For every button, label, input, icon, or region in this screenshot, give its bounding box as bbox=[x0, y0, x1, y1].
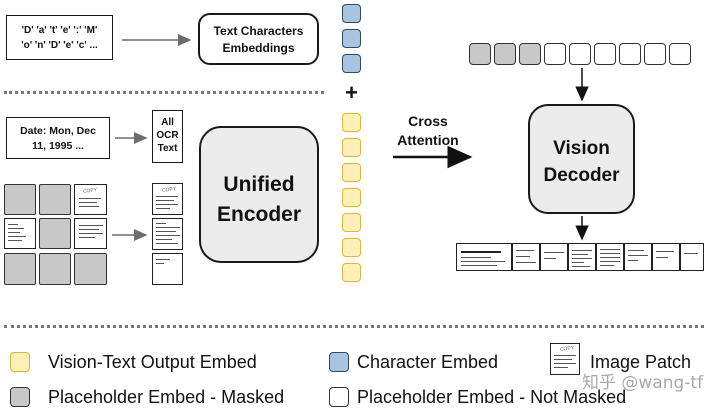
copy-stamp-text: COPY bbox=[559, 345, 575, 353]
watermark: 知乎 @wang-tf bbox=[582, 373, 704, 393]
legend-label-vision-text: Vision-Text Output Embed bbox=[48, 352, 257, 372]
masked-image-grid: COPY bbox=[4, 184, 108, 286]
legend-swatch-placeholder-masked bbox=[10, 387, 30, 407]
ocr-line-1: All bbox=[161, 117, 174, 128]
vision-text-embed-token bbox=[342, 263, 361, 282]
grid-cell-masked bbox=[74, 253, 107, 285]
legend-label-placeholder-masked: Placeholder Embed - Masked bbox=[48, 387, 285, 407]
text-character-input: 'D' 'a' 't' 'e' ':' 'M' 'o' 'n' 'D' 'e' … bbox=[6, 15, 113, 60]
date-line-1: Date: Mon, Dec bbox=[20, 125, 96, 137]
decoder-token-not-masked bbox=[644, 43, 666, 65]
decoder-token-not-masked bbox=[669, 43, 691, 65]
image-patch-column-3 bbox=[152, 253, 183, 285]
legend-swatch-vision-text bbox=[10, 352, 30, 372]
decoder-line-2: Decoder bbox=[543, 165, 620, 186]
output-patch bbox=[596, 243, 624, 271]
cross-attention-line-1: Cross bbox=[408, 113, 448, 129]
grid-cell-image-patch: COPY bbox=[74, 184, 107, 215]
decoder-token-not-masked bbox=[594, 43, 616, 65]
vision-text-embed-token bbox=[342, 188, 361, 207]
grid-cell-masked bbox=[39, 184, 71, 215]
date-line-2: 11, 1995 ... bbox=[32, 140, 84, 152]
output-patch bbox=[456, 243, 512, 271]
output-patch bbox=[680, 243, 704, 271]
decoder-token-not-masked bbox=[619, 43, 641, 65]
reconstructed-document-output bbox=[456, 243, 706, 271]
decoder-input-sequence bbox=[469, 43, 699, 67]
plus-sign: + bbox=[345, 80, 358, 105]
vision-text-embed-token bbox=[342, 163, 361, 182]
copy-stamp-text: COPY bbox=[161, 186, 177, 194]
grid-cell-masked bbox=[4, 184, 36, 215]
vision-decoder-box: Vision Decoder bbox=[528, 104, 635, 214]
character-embed-token bbox=[342, 4, 361, 23]
output-patch bbox=[540, 243, 568, 271]
ocr-line-2: OCR bbox=[156, 130, 179, 141]
character-embed-token bbox=[342, 29, 361, 48]
legend-image-patch-icon: COPY bbox=[550, 343, 580, 375]
cross-attention-line-2: Attention bbox=[397, 132, 459, 148]
legend-label-image-patch: Image Patch bbox=[590, 352, 692, 372]
vision-text-embed-token bbox=[342, 238, 361, 257]
output-patch bbox=[624, 243, 652, 271]
text-input-line-1: 'D' 'a' 't' 'e' ':' 'M' bbox=[21, 25, 98, 36]
copy-stamp-text: COPY bbox=[82, 187, 98, 195]
text-embed-line-2: Embeddings bbox=[222, 41, 295, 55]
ocr-line-3: Text bbox=[157, 143, 178, 154]
dotted-separator-bottom bbox=[4, 325, 704, 328]
image-patch-column-1: COPY bbox=[152, 183, 183, 215]
text-input-line-2: 'o' 'n' 'D' 'e' 'c' ... bbox=[21, 40, 98, 51]
output-patch bbox=[652, 243, 680, 271]
unified-encoder-box: Unified Encoder bbox=[199, 126, 319, 263]
output-patch bbox=[568, 243, 596, 271]
grid-cell-masked bbox=[4, 253, 36, 285]
legend-swatch-character bbox=[329, 352, 349, 372]
decoder-line-1: Vision bbox=[553, 138, 610, 159]
all-ocr-text-box: All OCR Text bbox=[152, 110, 183, 163]
grid-cell-image-patch bbox=[74, 218, 107, 249]
text-embed-line-1: Text Characters bbox=[213, 24, 304, 38]
vision-text-embed-token bbox=[342, 213, 361, 232]
decoder-token-not-masked bbox=[544, 43, 566, 65]
grid-cell-masked bbox=[39, 218, 71, 249]
dotted-separator-top bbox=[4, 91, 324, 94]
decoder-token-masked bbox=[469, 43, 491, 65]
character-embed-token bbox=[342, 54, 361, 73]
decoder-token-not-masked bbox=[569, 43, 591, 65]
encoder-line-2: Encoder bbox=[216, 203, 302, 226]
image-patch-column-2 bbox=[152, 218, 183, 250]
vision-text-embed-token bbox=[342, 113, 361, 132]
output-patch bbox=[512, 243, 540, 271]
date-text-box: Date: Mon, Dec 11, 1995 ... bbox=[6, 117, 110, 159]
legend-label-character: Character Embed bbox=[357, 352, 499, 372]
text-characters-embeddings-box: Text Characters Embeddings bbox=[198, 13, 319, 65]
grid-cell-masked bbox=[39, 253, 71, 285]
decoder-token-masked bbox=[494, 43, 516, 65]
encoder-line-1: Unified bbox=[223, 173, 295, 196]
legend-swatch-placeholder-not-masked bbox=[329, 387, 349, 407]
legend-label-placeholder-not-masked: Placeholder Embed - Not Masked bbox=[357, 387, 627, 407]
vision-text-embed-token bbox=[342, 138, 361, 157]
decoder-token-masked bbox=[519, 43, 541, 65]
grid-cell-image-patch bbox=[4, 218, 36, 249]
